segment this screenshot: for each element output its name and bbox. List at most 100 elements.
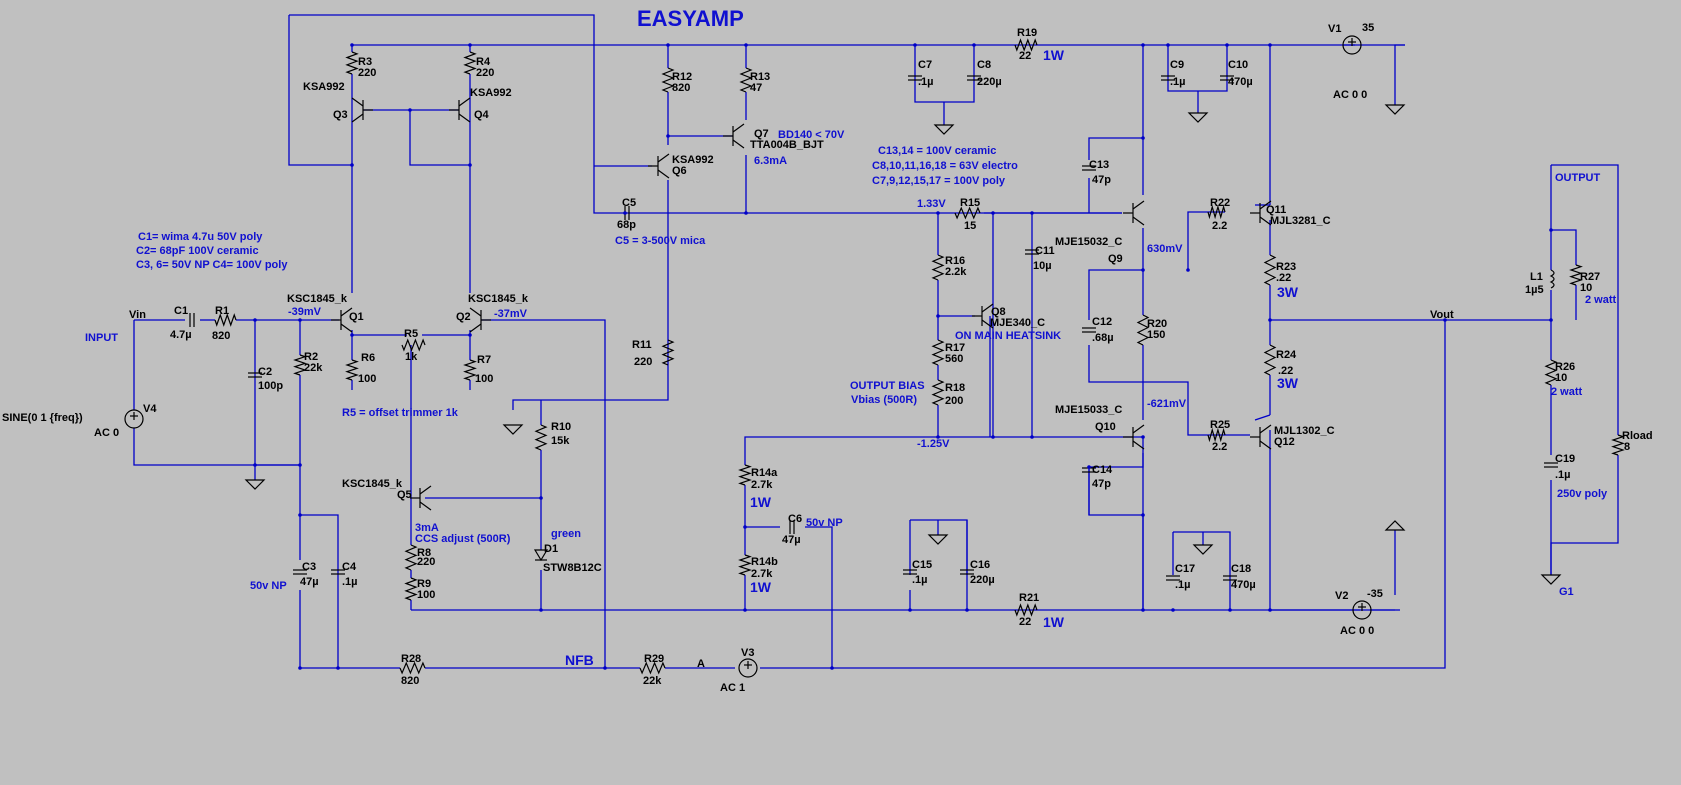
wire-113: [1394, 44, 1405, 105]
wire-78: [481, 319, 606, 668]
label-r23w: 3W: [1277, 284, 1299, 300]
label-c14n: C14: [1092, 464, 1113, 476]
r13-symbol: [739, 67, 753, 93]
label-r25n: R25: [1210, 419, 1230, 431]
junction-26: [936, 435, 940, 439]
label-v2v: -35: [1367, 588, 1383, 600]
label-v1n: V1: [1328, 23, 1341, 35]
label-r1n: R1: [215, 305, 229, 317]
label-v1v: 35: [1362, 22, 1374, 34]
wire-34: [1187, 211, 1225, 270]
label-c8v: 220µ: [977, 76, 1002, 88]
junction-3: [744, 43, 748, 47]
label-capnote2: C8,10,11,16,18 = 63V electro: [872, 160, 1018, 172]
junction-16: [936, 211, 940, 215]
label-v621: -621mV: [1147, 398, 1187, 410]
junction-41: [1171, 608, 1175, 612]
r7-symbol: [463, 359, 477, 381]
label-c19v: .1µ: [1555, 469, 1571, 481]
r9-symbol: [404, 577, 418, 601]
label-q3t: KSA992: [303, 81, 345, 93]
label-c2note: C2= 68pF 100V ceramic: [136, 245, 259, 257]
wire-93: [1173, 531, 1231, 610]
c6-symbol: [789, 520, 795, 534]
label-r14av: 2.7k: [751, 479, 773, 491]
label-r8v: 220: [417, 556, 435, 568]
label-v39: -39mV: [288, 306, 322, 318]
junction-49: [1549, 318, 1553, 322]
label-r7v: 100: [475, 373, 493, 385]
label-r4n: R4: [476, 56, 491, 68]
label-r8n: R8: [417, 547, 431, 559]
label-r5note: R5 = offset trimmer 1k: [342, 407, 459, 419]
junction-1: [468, 43, 472, 47]
label-v125: -1.25V: [917, 438, 950, 450]
r11-symbol: [661, 339, 675, 366]
label-r28n: R28: [401, 653, 421, 665]
v4-symbol: [124, 409, 144, 429]
label-r1v: 820: [212, 330, 230, 342]
label-r21v: 22: [1019, 616, 1031, 628]
label-r19w: 1W: [1043, 47, 1065, 63]
wire-104: [1551, 164, 1619, 435]
label-c4n: C4: [342, 561, 357, 573]
label-r3n: R3: [358, 56, 372, 68]
label-c2n: C2: [258, 366, 272, 378]
label-r29n: R29: [644, 653, 664, 665]
junction-12: [468, 163, 472, 167]
c12-symbol: [1082, 327, 1096, 333]
junction-8: [1225, 43, 1229, 47]
label-q9n: Q9: [1108, 253, 1123, 265]
junction-39: [965, 608, 969, 612]
label-q6t: KSA992: [672, 154, 714, 166]
junction-4: [913, 43, 917, 47]
label-c5note: C5 = 3-500V mica: [615, 235, 706, 247]
gnd-v2: [1384, 520, 1406, 531]
label-r14bv: 2.7k: [751, 568, 773, 580]
label-r23v: .22: [1276, 272, 1291, 284]
label-r12n: R12: [672, 71, 692, 83]
label-r17n: R17: [945, 342, 965, 354]
r8-symbol: [404, 544, 418, 571]
label-q6n: Q6: [672, 165, 687, 177]
label-c15v: .1µ: [912, 574, 928, 586]
label-r16n: R16: [945, 255, 965, 267]
gnd-r11: [502, 424, 524, 435]
label-r9v: 100: [417, 589, 435, 601]
labels: EASYAMPR3220R4220KSA992Q3KSA992Q4R12820R…: [2, 6, 1653, 694]
r29-symbol: [639, 661, 666, 675]
r26-symbol: [1544, 359, 1558, 386]
label-c10v: 470µ: [1228, 76, 1253, 88]
label-c5v: 68p: [617, 219, 636, 231]
label-r23n: R23: [1276, 261, 1296, 273]
gnd-input: [244, 479, 266, 490]
label-c15n: C15: [912, 559, 932, 571]
q7-symbol: [723, 123, 745, 149]
v1-symbol: [1342, 35, 1362, 55]
label-c1v: 4.7µ: [170, 329, 192, 341]
c18-symbol: [1223, 575, 1237, 581]
label-q9t: MJE15032_C: [1055, 236, 1122, 248]
label-q7n: Q7: [754, 128, 769, 140]
label-q7i: 6.3mA: [754, 155, 787, 167]
label-r10n: R10: [551, 421, 571, 433]
label-q7t: TTA004B_BJT: [750, 139, 824, 151]
label-q8n: Q8: [991, 306, 1006, 318]
wire-1: [288, 15, 352, 166]
label-r4v: 220: [476, 67, 494, 79]
junction-20: [1141, 268, 1145, 272]
r28-symbol: [399, 661, 426, 675]
label-vbias: Vbias (500R): [851, 394, 917, 406]
label-r24w: 3W: [1277, 375, 1299, 391]
label-ccs2: CCS adjust (500R): [415, 533, 511, 545]
label-c5n: C5: [622, 197, 636, 209]
label-r14an: R14a: [751, 467, 778, 479]
label-r15v: 15: [964, 220, 976, 232]
c19-symbol: [1544, 462, 1558, 468]
wire-0: [289, 14, 625, 214]
gnd-c9c10: [1187, 112, 1209, 123]
label-c7v: .1µ: [918, 76, 934, 88]
q12-symbol: [1250, 424, 1272, 450]
label-c1n: C1: [174, 305, 188, 317]
label-v1a: AC 0 0: [1333, 89, 1367, 101]
